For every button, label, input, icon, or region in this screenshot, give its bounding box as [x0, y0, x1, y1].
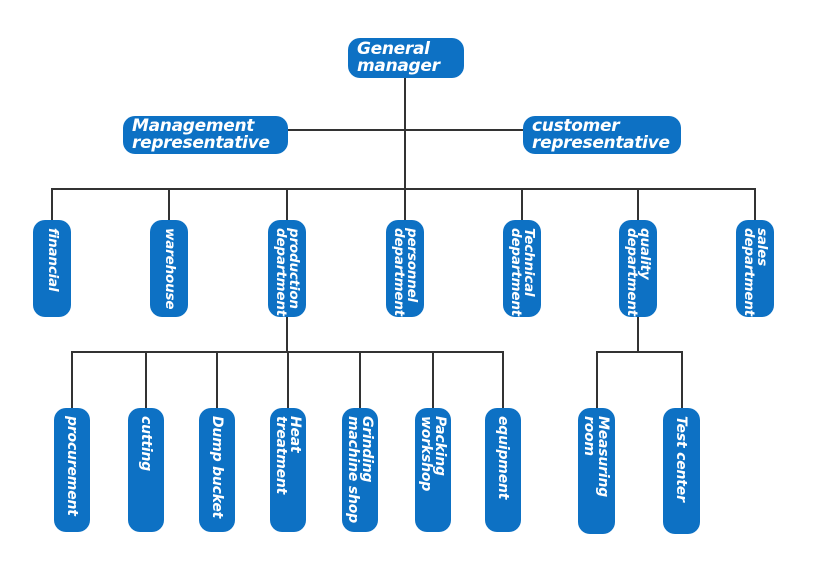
node-management-representative: Management representative: [123, 116, 288, 154]
node-grinding-machine-shop: Grinding machine shop: [342, 408, 378, 532]
node-packing-workshop-label: Packing workshop: [418, 416, 448, 492]
node-financial-label: financial: [44, 228, 61, 292]
node-personnel-department-label: personnel department: [391, 228, 421, 316]
node-quality-department: quality department: [619, 220, 657, 317]
node-procurement-label: procurement: [64, 416, 80, 516]
node-packing-workshop: Packing workshop: [415, 408, 451, 532]
node-equipment-label: equipment: [495, 416, 511, 500]
node-cutting-label: cutting: [138, 416, 154, 472]
connector-quality-bus: [596, 317, 683, 408]
node-production-department-label: production department: [273, 228, 303, 316]
connector-departments-bus: [51, 188, 756, 221]
node-technical-department-label: Technical department: [508, 228, 538, 316]
node-equipment: equipment: [485, 408, 521, 532]
node-sales-department-label: sales department: [741, 228, 771, 316]
node-procurement: procurement: [54, 408, 90, 532]
connector-production-bus: [71, 317, 504, 408]
node-warehouse-label: warehouse: [161, 228, 178, 310]
node-grinding-machine-shop-label: Grinding machine shop: [345, 416, 375, 523]
node-dump-bucket: Dump bucket: [199, 408, 235, 532]
node-general-manager: General manager: [348, 38, 464, 78]
node-heat-treatment-label: Heat treatment: [273, 416, 303, 495]
node-technical-department: Technical department: [503, 220, 541, 317]
node-financial: financial: [33, 220, 71, 317]
node-sales-department: sales department: [736, 220, 774, 317]
node-measuring-room-label: Measuring room: [581, 416, 612, 498]
node-quality-department-label: quality department: [624, 228, 654, 316]
node-personnel-department: personnel department: [386, 220, 424, 317]
node-test-center: Test center: [663, 408, 700, 534]
node-production-department: production department: [268, 220, 306, 317]
node-dump-bucket-label: Dump bucket: [209, 416, 225, 519]
node-warehouse: warehouse: [150, 220, 188, 317]
node-customer-representative: customer representative: [523, 116, 681, 154]
node-cutting: cutting: [128, 408, 164, 532]
node-heat-treatment: Heat treatment: [270, 408, 306, 532]
node-test-center-label: Test center: [673, 416, 690, 502]
node-measuring-room: Measuring room: [578, 408, 615, 534]
